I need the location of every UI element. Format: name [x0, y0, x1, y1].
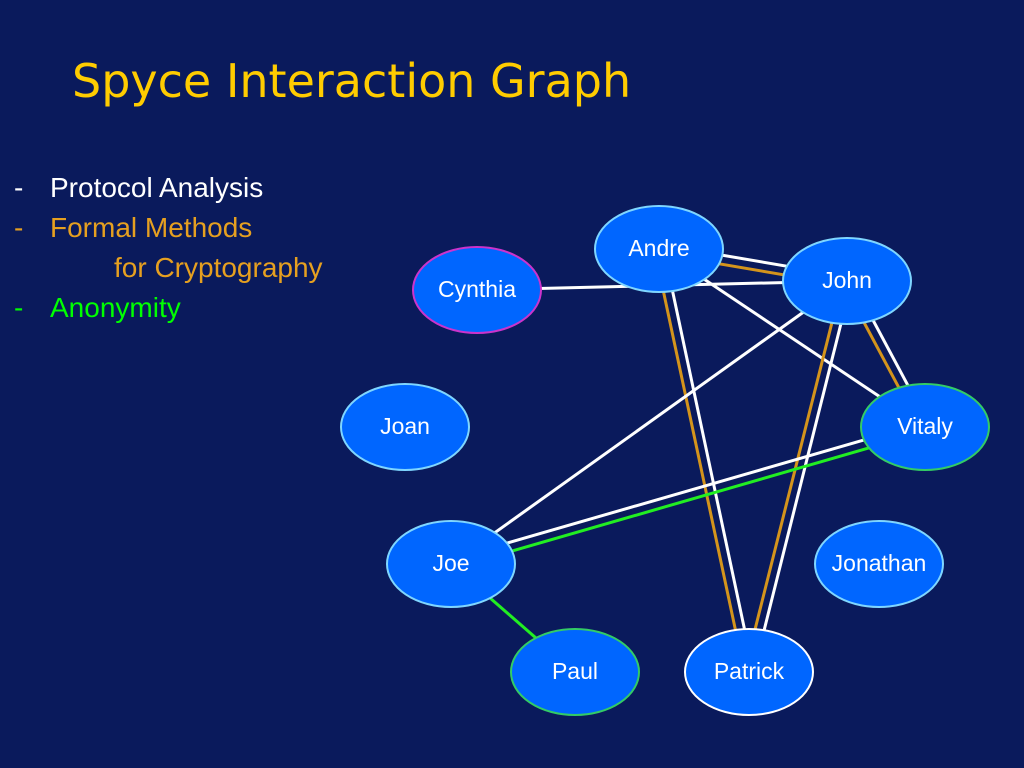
node-ellipse	[684, 628, 814, 716]
node-ellipse	[860, 383, 990, 471]
node-ellipse	[386, 520, 516, 608]
node-joan: Joan	[340, 383, 470, 471]
node-vitaly: Vitaly	[860, 383, 990, 471]
slide-title: Spyce Interaction Graph	[72, 54, 632, 108]
bullet-text: Protocol Analysis	[50, 172, 264, 203]
node-ellipse	[782, 237, 912, 325]
bullet-list: - Protocol Analysis - Formal Methods for…	[14, 168, 323, 328]
node-paul: Paul	[510, 628, 640, 716]
node-joe: Joe	[386, 520, 516, 608]
node-label: Jonathan	[832, 550, 927, 576]
node-john: John	[782, 237, 912, 325]
node-ellipse	[814, 520, 944, 608]
node-label: Paul	[552, 658, 598, 684]
bullet-text: Formal Methods	[50, 212, 253, 243]
bullet-continuation: for Cryptography	[114, 252, 323, 283]
node-label: Joe	[432, 550, 469, 576]
bullet-text: Anonymity	[50, 292, 181, 323]
node-ellipse	[412, 246, 542, 334]
node-label: Andre	[628, 235, 689, 261]
node-jonathan: Jonathan	[814, 520, 944, 608]
edge-john-patrick-orange	[743, 279, 845, 672]
node-patrick: Patrick	[684, 628, 814, 716]
bullet-formal-methods: - Formal Methods for Cryptography	[14, 208, 323, 288]
node-andre: Andre	[594, 205, 724, 293]
node-ellipse	[340, 383, 470, 471]
node-cynthia: Cynthia	[412, 246, 542, 334]
bullet-protocol-analysis: - Protocol Analysis	[14, 168, 323, 208]
node-label: Patrick	[714, 658, 785, 684]
node-label: John	[822, 267, 872, 293]
edge-andre-patrick-white	[661, 247, 755, 672]
node-ellipse	[594, 205, 724, 293]
bullet-dash: -	[14, 172, 24, 203]
node-label: Joan	[380, 413, 430, 439]
bullet-dash: -	[14, 212, 24, 243]
edge-john-joe-white	[450, 279, 848, 566]
edge-andre-patrick-orange	[653, 249, 747, 674]
node-label: Vitaly	[897, 413, 953, 439]
bullet-anonymity: - Anonymity	[14, 288, 323, 328]
node-label: Cynthia	[438, 276, 516, 302]
node-ellipse	[510, 628, 640, 716]
bullet-dash: -	[14, 292, 24, 323]
edge-joe-vitaly-white	[449, 421, 925, 562]
edge-john-patrick-white	[751, 281, 853, 674]
edge-joe-vitaly-green	[451, 429, 927, 570]
